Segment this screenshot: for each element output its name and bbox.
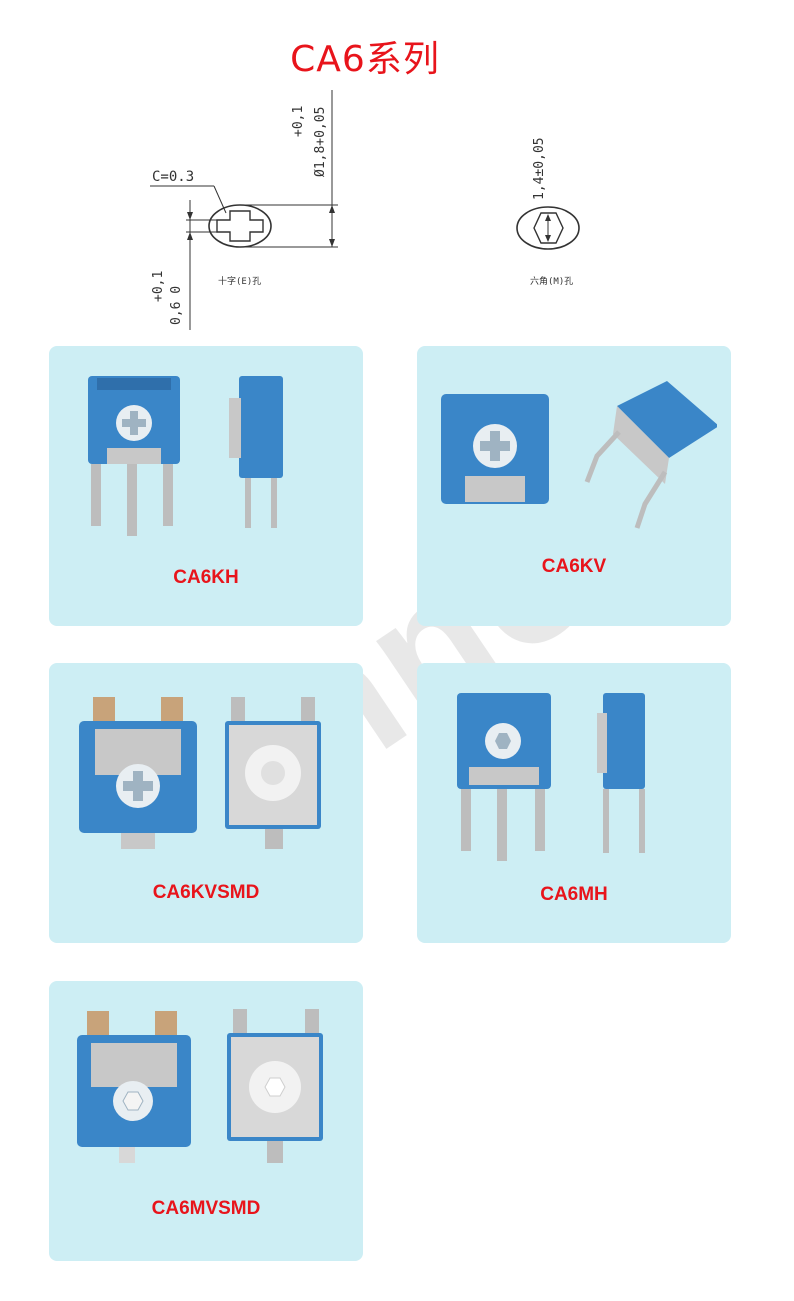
chamfer-dimension: C=0.3	[152, 169, 194, 185]
product-photo	[457, 693, 645, 861]
width-tolerance: +0,1	[151, 271, 166, 302]
product-photo	[441, 381, 717, 529]
page-title: CA6系列	[290, 39, 440, 80]
hex-hole-drawing	[516, 206, 580, 250]
product-label: CA6KVSMD	[152, 882, 260, 903]
product-label: CA6MVSMD	[151, 1198, 261, 1219]
hex-hole-caption: 六角(M)孔	[530, 275, 573, 287]
product-photo	[77, 1009, 323, 1163]
product-card-ca6mh: CA6MH	[417, 663, 731, 943]
product-card-ca6kv: CA6KV	[417, 346, 731, 626]
product-card-ca6kh: CA6KH	[49, 346, 363, 626]
technical-drawing: C=0.3 +0,1 0,6 0 +0,1 Ø1,8+0,05 十字(E)孔 1…	[150, 90, 580, 330]
product-photo	[79, 697, 321, 849]
product-card-ca6mvsmd: CA6MVSMD	[49, 981, 363, 1261]
product-card-ca6kvsmd: CA6KVSMD	[49, 663, 363, 943]
product-photo	[88, 376, 283, 536]
diameter-tolerance: +0,1	[291, 106, 306, 137]
product-label: CA6KV	[541, 556, 607, 577]
hex-size-dimension: 1,4±0,05	[532, 137, 547, 200]
width-value: 0,6 0	[169, 286, 184, 325]
product-label: CA6MH	[540, 884, 608, 905]
diameter-value: Ø1,8+0,05	[313, 107, 328, 177]
cross-hole-drawing	[150, 90, 338, 330]
cross-hole-caption: 十字(E)孔	[218, 275, 261, 287]
product-label: CA6KH	[173, 567, 239, 588]
